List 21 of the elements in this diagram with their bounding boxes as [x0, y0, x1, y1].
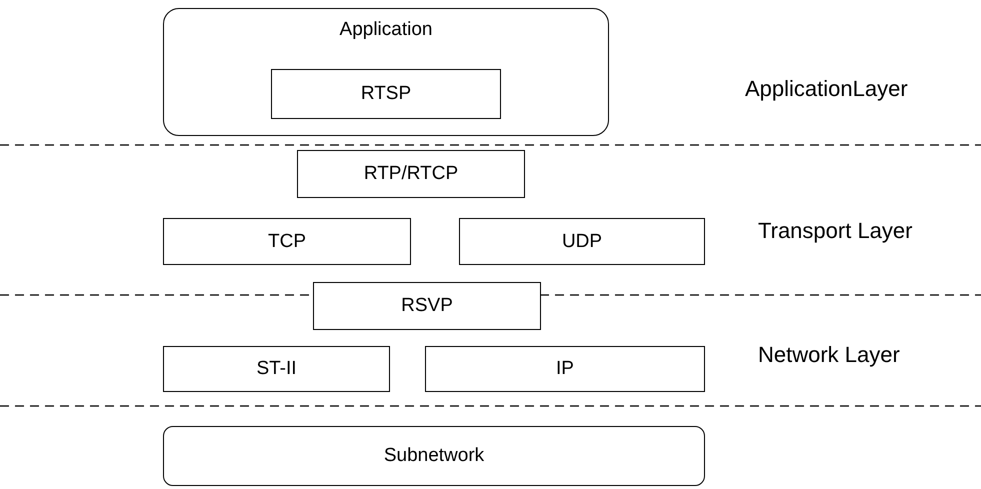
- protocol-box: [425, 346, 705, 392]
- layer-label: Transport Layer: [758, 218, 912, 244]
- layer-label: ApplicationLayer: [745, 76, 908, 102]
- protocol-box: [163, 346, 390, 392]
- protocol-box: [297, 150, 525, 198]
- protocol-name: RTP/RTCP: [364, 163, 458, 185]
- protocol-box: [271, 69, 501, 119]
- protocol-name: ST-II: [256, 358, 297, 380]
- layer-box: [163, 8, 609, 136]
- protocol-box: [459, 218, 705, 265]
- protocol-box: [163, 218, 411, 265]
- protocol-name: IP: [556, 358, 574, 380]
- protocol-name: RSVP: [401, 295, 453, 317]
- protocol-box: [313, 282, 541, 330]
- layer-name: Application: [340, 19, 432, 41]
- protocol-name: TCP: [268, 230, 306, 252]
- layer-box: [163, 426, 705, 486]
- layer-label: Network Layer: [758, 342, 900, 368]
- protocol-name: RTSP: [360, 83, 412, 105]
- protocol-name: UDP: [562, 230, 602, 252]
- layer-name: Subnetwork: [384, 445, 484, 467]
